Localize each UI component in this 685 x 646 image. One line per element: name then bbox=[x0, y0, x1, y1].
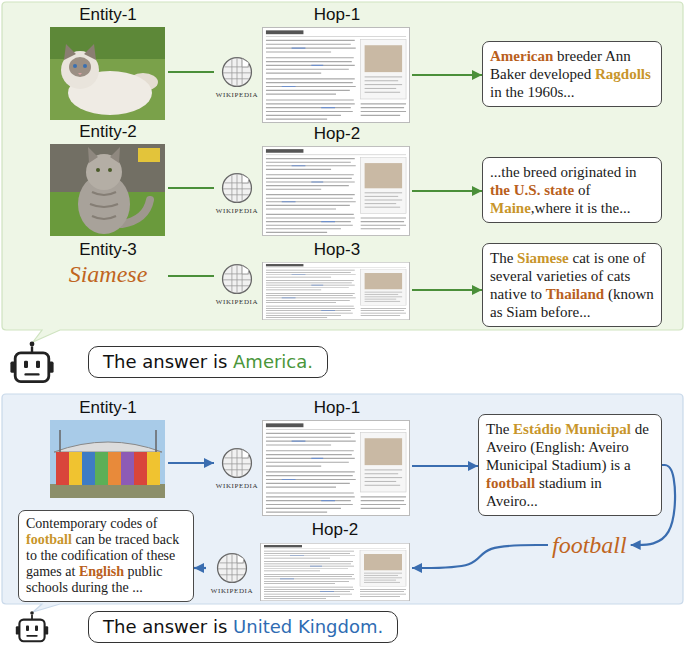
flow-arrow bbox=[412, 545, 548, 568]
entity-name: Siamese bbox=[48, 260, 168, 288]
heading-text: Hop-2 bbox=[262, 124, 412, 144]
entity-panel: Entity-1 bbox=[48, 5, 168, 122]
heading-text: Entity-1 bbox=[48, 5, 168, 25]
flow-arrow bbox=[194, 567, 206, 569]
evidence-text: American breeder Ann Baker developed Rag… bbox=[490, 47, 654, 101]
heading-text: Hop-3 bbox=[262, 240, 412, 260]
flow-arrow bbox=[412, 190, 482, 192]
answer-text: The answer is United Kingdom. bbox=[103, 615, 383, 639]
answer-bubble: The answer is United Kingdom. bbox=[88, 611, 398, 643]
stadium-photo bbox=[50, 420, 165, 498]
evidence-text: ...the breed originated in the U.S. stat… bbox=[490, 163, 654, 217]
heading-text: Hop-1 bbox=[262, 5, 412, 25]
highlight-word: the U.S. state bbox=[490, 182, 574, 198]
flow-arrow bbox=[412, 465, 478, 467]
wikipedia-wordmark: WIKIPEDIA bbox=[207, 482, 267, 490]
top-panel bbox=[2, 2, 683, 342]
highlight-word: Maine bbox=[490, 200, 531, 216]
highlight-word: America. bbox=[233, 351, 313, 372]
highlight-word: United Kingdom. bbox=[233, 616, 383, 637]
flow-arrow bbox=[168, 187, 214, 189]
heading-text: Hop-2 bbox=[259, 520, 411, 540]
evidence-box: American breeder Ann Baker developed Rag… bbox=[482, 41, 662, 107]
article-screenshots bbox=[261, 27, 410, 600]
hop-panel: Hop-2 bbox=[214, 124, 412, 238]
hop-panel: Hop-1 bbox=[214, 398, 412, 518]
highlight-word: Ragdolls bbox=[595, 66, 651, 82]
highlight-word: Estádio Municipal bbox=[513, 421, 631, 437]
heading-text: Entity-2 bbox=[48, 122, 168, 142]
highlight-word: football bbox=[486, 475, 535, 491]
hop-panel: Hop-1 bbox=[214, 5, 412, 125]
entity-panel: Entity-2 bbox=[48, 122, 168, 238]
flow-arrow bbox=[168, 275, 214, 277]
highlight-word: football bbox=[26, 532, 72, 547]
heading-text: Entity-3 bbox=[48, 240, 168, 260]
flow-arrow bbox=[168, 71, 214, 73]
bridge-entity: football bbox=[548, 531, 631, 559]
entity-panel: Entity-1 bbox=[48, 398, 168, 500]
wikipedia-wordmark: WIKIPEDIA bbox=[202, 587, 262, 595]
highlight-word: English bbox=[79, 564, 124, 579]
entity-panel: Entity-3Siamese bbox=[48, 240, 168, 296]
bottom-panel bbox=[2, 394, 683, 612]
evidence-text: The Siamese cat is one of several variet… bbox=[490, 249, 654, 321]
highlight-word: Siamese bbox=[517, 250, 569, 266]
answer-text: The answer is America. bbox=[103, 350, 313, 374]
highlight-word: American bbox=[490, 48, 553, 64]
maine-coon-photo bbox=[50, 144, 165, 236]
evidence-text: Contemporary codes of football can be tr… bbox=[26, 516, 186, 596]
wikipedia-wordmark: WIKIPEDIA bbox=[207, 298, 267, 306]
flow-arrow bbox=[168, 462, 214, 464]
evidence-box: The Siamese cat is one of several variet… bbox=[482, 243, 662, 327]
evidence-text: The Estádio Municipal de Aveiro (English… bbox=[486, 420, 654, 510]
evidence-box: The Estádio Municipal de Aveiro (English… bbox=[478, 414, 662, 516]
highlight-word: Thailand bbox=[546, 286, 604, 302]
evidence-box: Contemporary codes of football can be tr… bbox=[18, 510, 194, 602]
hop-panel: Hop-3 bbox=[214, 240, 412, 322]
entity-name: football bbox=[552, 531, 627, 559]
flow-arrow bbox=[412, 74, 482, 76]
heading-text: Hop-1 bbox=[262, 398, 412, 418]
wikipedia-wordmark: WIKIPEDIA bbox=[207, 91, 267, 99]
wikipedia-logos bbox=[218, 58, 252, 583]
evidence-box: ...the breed originated in the U.S. stat… bbox=[482, 157, 662, 223]
wikipedia-wordmark: WIKIPEDIA bbox=[207, 207, 267, 215]
answer-bubble: The answer is America. bbox=[88, 346, 328, 378]
heading-text: Entity-1 bbox=[48, 398, 168, 418]
ragdoll-photo bbox=[50, 27, 165, 120]
flow-arrow bbox=[412, 289, 482, 291]
